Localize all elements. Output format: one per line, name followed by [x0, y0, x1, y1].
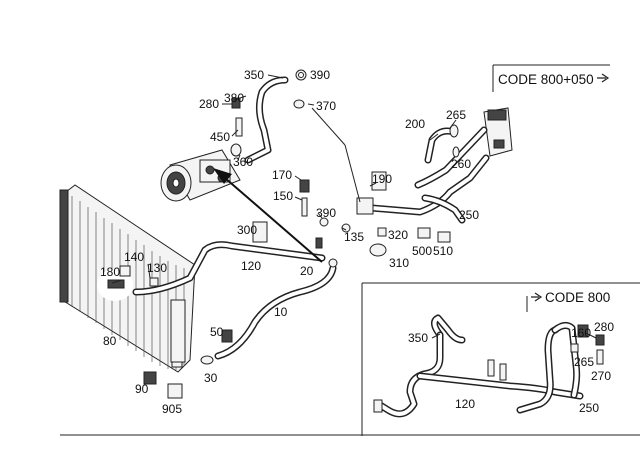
callout-380: 380	[224, 91, 244, 105]
callout-180: 180	[100, 265, 120, 279]
callout-170: 170	[272, 168, 292, 182]
callout-450: 450	[210, 130, 230, 144]
callouts: 350 390 380 280 370 450 360 200 265 260 …	[100, 68, 614, 416]
small-parts	[107, 69, 460, 399]
callout-265: 265	[446, 108, 466, 122]
callout-20: 20	[300, 264, 314, 278]
sub-assembly	[373, 314, 605, 418]
callout-200: 200	[405, 117, 425, 131]
code-label-top: CODE 800+050	[498, 72, 594, 87]
callout-500: 500	[412, 244, 432, 258]
callout-250: 250	[459, 208, 479, 222]
callout-sub-265: 265	[574, 355, 594, 369]
callout-360: 360	[233, 155, 253, 169]
callout-310: 310	[389, 256, 409, 270]
callout-sub-280: 280	[594, 320, 614, 334]
callout-50: 50	[210, 325, 224, 339]
callout-135: 135	[344, 230, 364, 244]
code-label-sub: CODE 800	[545, 290, 610, 305]
callout-370: 370	[316, 99, 336, 113]
callout-sub-160: 160	[571, 326, 591, 340]
callout-350: 350	[244, 68, 264, 82]
callout-sub-120: 120	[455, 397, 475, 411]
callout-120: 120	[241, 259, 261, 273]
callout-260: 260	[451, 157, 471, 171]
code-box-top: CODE 800+050	[492, 64, 610, 92]
callout-190: 190	[372, 172, 392, 186]
arrow-right-icon	[531, 292, 543, 302]
callout-320: 320	[388, 228, 408, 242]
callout-90: 90	[135, 382, 149, 396]
leader-lines	[111, 74, 457, 284]
arrow-right-icon	[597, 73, 610, 83]
callout-150: 150	[273, 189, 293, 203]
callout-80: 80	[103, 334, 117, 348]
callout-sub-250: 250	[579, 401, 599, 415]
callout-390: 390	[310, 68, 330, 82]
callout-sub-270: 270	[591, 369, 611, 383]
pipes	[132, 76, 490, 363]
callout-sub-350: 350	[408, 331, 428, 345]
expansion-valve	[483, 107, 513, 157]
callout-300: 300	[237, 223, 257, 237]
callout-30: 30	[204, 371, 218, 385]
code-box-sub: CODE 800	[361, 282, 640, 436]
callout-10: 10	[274, 305, 288, 319]
callout-390-lower: 390	[316, 206, 336, 220]
callout-140: 140	[124, 250, 144, 264]
callout-510: 510	[433, 244, 453, 258]
compressor	[160, 149, 241, 202]
pointer-arrow	[213, 168, 323, 263]
callout-130: 130	[147, 261, 167, 275]
callout-905: 905	[162, 402, 182, 416]
callout-280: 280	[199, 97, 219, 111]
